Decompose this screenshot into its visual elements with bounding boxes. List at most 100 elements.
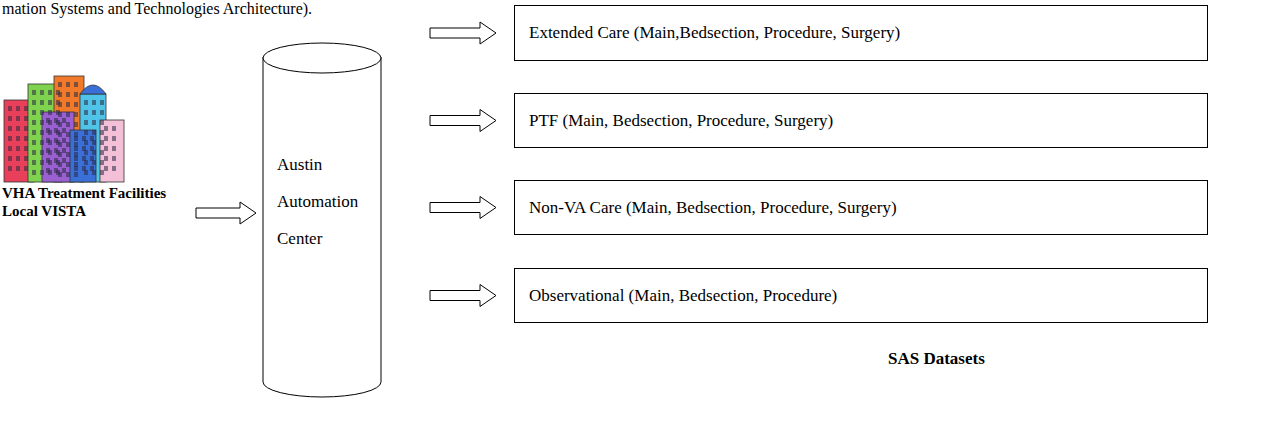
window [40,150,44,155]
window [16,106,20,111]
cylinder-top [263,43,381,73]
node-text: VHA Treatment Facilities Local VISTA [2,184,192,220]
window [100,130,104,135]
block-arrow [430,22,496,44]
window [90,136,94,141]
window [74,82,78,87]
window [112,156,116,161]
window [16,116,20,121]
window [24,136,28,141]
window [66,172,70,177]
database-cylinder: Austin Automation Center [262,42,382,398]
window [54,138,58,143]
window [82,136,86,141]
window [100,110,104,115]
window [104,146,108,151]
dataset-box: PTF (Main, Bedsection, Procedure, Surger… [514,93,1208,148]
block-arrow [430,197,496,219]
window [54,148,58,153]
block-arrow [196,202,256,224]
window [74,166,78,171]
window [58,172,62,177]
window [40,120,44,125]
window [90,156,94,161]
window [66,152,70,157]
window [74,102,78,107]
buildings-icon [2,72,127,184]
window [32,100,36,105]
dome [80,85,106,94]
window [58,102,62,107]
window [24,146,28,151]
window [40,90,44,95]
window [104,136,108,141]
window [66,122,70,127]
window [112,126,116,131]
window [48,90,52,95]
window [84,120,88,125]
window [32,170,36,175]
window [82,156,86,161]
window [32,90,36,95]
window [104,166,108,171]
window [62,148,66,153]
building [42,112,74,182]
window [8,156,12,161]
building [100,120,124,182]
node-text: Non-VA Care (Main, Bedsection, Procedure… [529,198,897,218]
window [46,168,50,173]
window [32,120,36,125]
window [16,156,20,161]
node-text: PTF (Main, Bedsection, Procedure, Surger… [529,111,833,131]
window [58,82,62,87]
window [112,166,116,171]
window [62,138,66,143]
window [16,126,20,131]
window [8,116,12,121]
window [40,160,44,165]
window [16,146,20,151]
window [8,106,12,111]
window [32,160,36,165]
window [62,118,66,123]
window [58,92,62,97]
window [46,118,50,123]
window [46,128,50,133]
window [62,168,66,173]
dataset-box: Extended Care (Main,Bedsection, Procedur… [514,5,1208,61]
cylinder-body [263,57,381,397]
window [100,150,104,155]
window [58,112,62,117]
window [46,158,50,163]
window [8,126,12,131]
window [54,158,58,163]
window [100,100,104,105]
window [40,130,44,135]
window [92,130,96,135]
window [100,160,104,165]
window [62,158,66,163]
window [8,166,12,171]
window [74,172,78,177]
window [100,140,104,145]
window [66,142,70,147]
block-arrow [430,285,496,307]
window [24,116,28,121]
window [32,110,36,115]
window [40,110,44,115]
window [74,112,78,117]
cylinder-outline [262,42,382,398]
window [40,170,44,175]
window [46,138,50,143]
window [84,130,88,135]
window [8,136,12,141]
window [84,110,88,115]
window [48,110,52,115]
window [74,156,78,161]
window [100,170,104,175]
window [82,166,86,171]
window [32,140,36,145]
window [58,162,62,167]
node-text: Extended Care (Main,Bedsection, Procedur… [529,23,900,43]
